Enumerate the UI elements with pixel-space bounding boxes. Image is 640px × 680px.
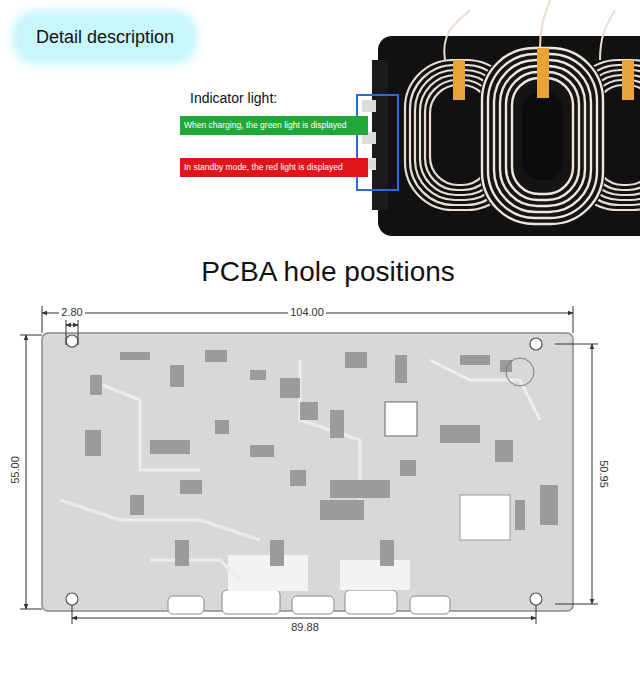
node-text: When charging, the green light is displa…: [184, 120, 364, 131]
node-text: In standby mode, the red light is displa…: [184, 162, 364, 173]
dimension-label: 2.80: [59, 306, 84, 318]
indicator-box: When charging, the green light is displa…: [180, 116, 368, 135]
indicator-heading: Indicator light:: [190, 90, 277, 106]
dimension-label: 50.95: [598, 458, 610, 490]
charger-photo: [357, 0, 640, 236]
dimension-lines: [20, 306, 598, 624]
indicator-box: In standby mode, the red light is displa…: [180, 158, 368, 177]
node-text: Detail description: [36, 26, 174, 49]
dimension-label: 104.00: [288, 306, 326, 318]
heading: PCBA hole positions: [201, 256, 455, 288]
dimension-label: 89.88: [289, 621, 321, 633]
heading-tab: Detail description: [18, 16, 192, 59]
pcb-drawing: [42, 333, 573, 614]
dimension-label: 55.00: [9, 454, 21, 486]
